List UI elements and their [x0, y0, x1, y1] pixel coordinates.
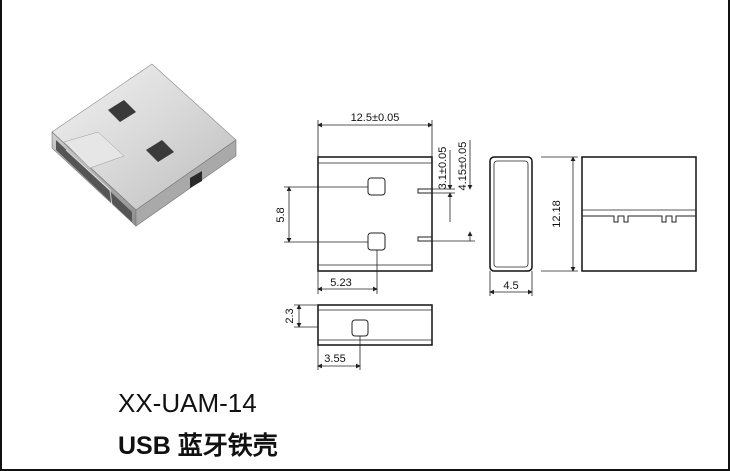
- model-number: XX-UAM-14: [118, 388, 257, 418]
- dim-bottom-offset: 3.55: [324, 353, 345, 365]
- connector-3d-illustration: [51, 63, 237, 227]
- end-view: 12.18 4.5: [489, 156, 578, 296]
- dim-side-width: 4.5: [503, 280, 518, 292]
- bottom-view: 2.3 3.55: [284, 304, 433, 370]
- hole-upper: [367, 177, 386, 196]
- title-latin: USB: [118, 432, 171, 460]
- top-view: 12.5±0.05 5.8 5.23 3.1±0.05 4.15±0.05: [275, 112, 475, 294]
- dim-offset-bottom: 5.23: [330, 277, 351, 289]
- dim-pitch-vertical: 5.8: [275, 207, 287, 222]
- title-cjk: 蓝牙铁壳: [177, 431, 278, 460]
- hole-lower: [367, 232, 386, 251]
- right-view: [581, 156, 697, 272]
- dim-height-outer: 4.15±0.05: [457, 142, 469, 191]
- product-title: USB 蓝牙铁壳: [118, 426, 278, 462]
- dim-width-top: 12.5±0.05: [351, 112, 400, 124]
- dim-bottom-height: 2.3: [284, 308, 296, 323]
- hole-side: [351, 319, 369, 337]
- dim-height-inner: 3.1±0.05: [437, 147, 449, 190]
- dim-side-height: 12.18: [551, 200, 563, 228]
